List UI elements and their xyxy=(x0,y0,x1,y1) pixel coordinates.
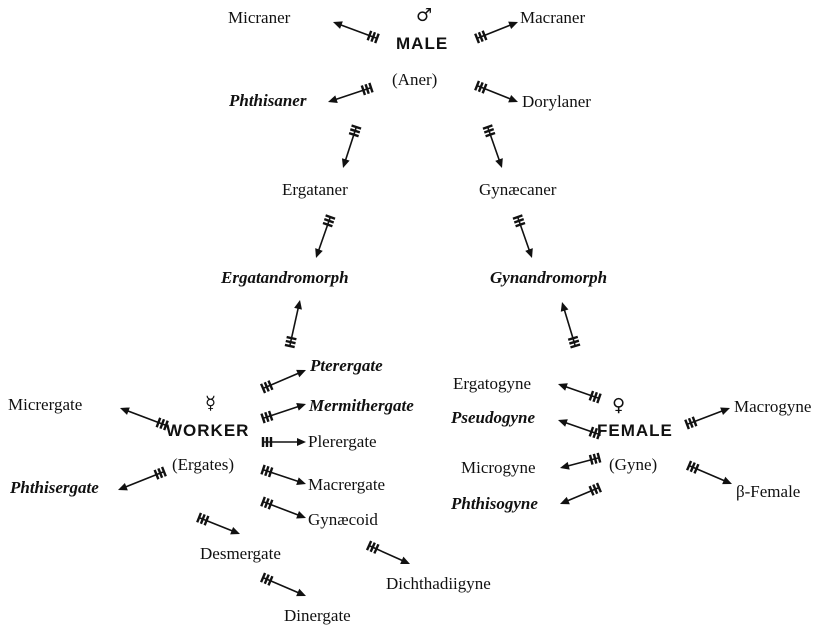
arrow-worker-to-phthisergate xyxy=(118,466,167,491)
worker-label: WORKER xyxy=(166,421,250,440)
gynaecaner-label: Gynæcaner xyxy=(479,180,557,199)
pseudogyne-label: Pseudogyne xyxy=(451,408,536,427)
female-label: FEMALE xyxy=(597,421,673,440)
arrow-female-to-gynandromorph xyxy=(560,302,581,349)
arrow-female-to-macrogyne xyxy=(684,407,730,430)
dichthadiigyne-label: Dichthadiigyne xyxy=(386,574,491,593)
arrow-male-to-macraner xyxy=(474,21,518,44)
arrow-worker-to-micrergate xyxy=(120,407,169,431)
microgyne-label: Microgyne xyxy=(461,458,536,477)
arrow-worker-to-pterergate xyxy=(260,369,306,394)
ergates-label: (Ergates) xyxy=(172,455,234,474)
arrow-male-to-micraner xyxy=(333,21,380,44)
phthisaner-label: Phthisaner xyxy=(229,91,307,110)
micraner-label: Micraner xyxy=(228,8,291,27)
arrow-female-to-phthisogyne xyxy=(560,482,602,505)
micrergate-label: Micrergate xyxy=(8,395,83,414)
arrow-worker-to-mermithergate xyxy=(260,403,306,424)
pterergate-label: Pterergate xyxy=(310,356,383,375)
ergataner-label: Ergataner xyxy=(282,180,348,199)
gyne-label: (Gyne) xyxy=(609,455,658,474)
worker-symbol: ☿ xyxy=(205,393,217,414)
mermithergate-label: Mermithergate xyxy=(309,396,414,415)
arrow-male-to-phthisaner xyxy=(328,82,374,103)
macraner-label: Macraner xyxy=(520,8,586,27)
plerergate-label: Plerergate xyxy=(308,432,377,451)
ergatogyne-label: Ergatogyne xyxy=(453,374,532,393)
ergatandromorph-label: Ergatandromorph xyxy=(221,268,349,287)
arrow-female-to-beta-female xyxy=(686,460,732,485)
beta-female-label: β-Female xyxy=(736,482,801,501)
arrow-worker-to-ergatandromorph xyxy=(284,300,302,349)
arrow-female-to-microgyne xyxy=(560,452,602,470)
male-symbol: ♂ xyxy=(416,5,433,26)
macrogyne-label: Macrogyne xyxy=(734,397,812,416)
macrergate-label: Macrergate xyxy=(308,475,386,494)
arrow-worker-to-gynaecoid xyxy=(260,496,306,519)
arrow-worker-to-plerergate xyxy=(261,437,306,447)
phthisogyne-label: Phthisogyne xyxy=(451,494,538,513)
gynandromorph-label: Gynandromorph xyxy=(490,268,608,287)
arrow-worker-to-dichthadiigyne xyxy=(365,540,410,564)
phthisergate-label: Phthisergate xyxy=(10,478,99,497)
arrow-male-to-gynaecaner xyxy=(482,124,503,168)
arrow-female-to-pseudogyne xyxy=(558,419,602,440)
arrow-gynaecaner-to-gynandromorph xyxy=(512,214,533,258)
dorylaner-label: Dorylaner xyxy=(522,92,591,111)
arrow-female-to-ergatogyne xyxy=(558,383,602,404)
desmergate-label: Desmergate xyxy=(200,544,281,563)
arrow-worker-to-macrergate xyxy=(260,464,306,485)
arrow-worker-to-desmergate xyxy=(196,512,240,535)
arrow-worker-to-dinergate xyxy=(260,572,306,597)
gynaecoid-label: Gynæcoid xyxy=(308,510,378,529)
dinergate-label: Dinergate xyxy=(284,606,351,625)
aner-label: (Aner) xyxy=(392,70,438,89)
arrow-male-to-ergataner xyxy=(341,124,362,168)
male-label: MALE xyxy=(396,34,449,53)
arrow-male-to-dorylaner xyxy=(474,80,518,103)
arrow-ergataner-to-ergatandromorph xyxy=(315,214,336,258)
female-symbol: ♀ xyxy=(612,395,626,416)
